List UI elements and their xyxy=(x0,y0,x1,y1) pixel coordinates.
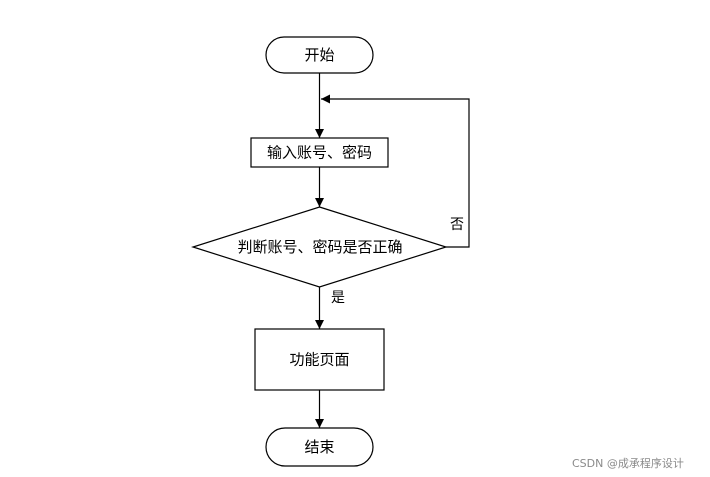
end-label: 结束 xyxy=(304,438,334,456)
end-node: 结束 xyxy=(265,427,374,467)
decision-node: 判断账号、密码是否正确 xyxy=(191,206,448,288)
decision-label: 判断账号、密码是否正确 xyxy=(237,238,402,256)
yes-label: 是 xyxy=(331,290,345,306)
start-node: 开始 xyxy=(265,36,374,74)
function-page-label: 功能页面 xyxy=(289,351,349,369)
no-label: 否 xyxy=(450,217,464,233)
edge-decision-no-loop xyxy=(321,94,470,248)
input-label: 输入账号、密码 xyxy=(267,144,372,162)
function-page-node: 功能页面 xyxy=(254,328,385,391)
watermark: CSDN @成承程序设计 xyxy=(572,457,684,470)
start-label: 开始 xyxy=(304,46,334,64)
input-node: 输入账号、密码 xyxy=(250,137,389,168)
